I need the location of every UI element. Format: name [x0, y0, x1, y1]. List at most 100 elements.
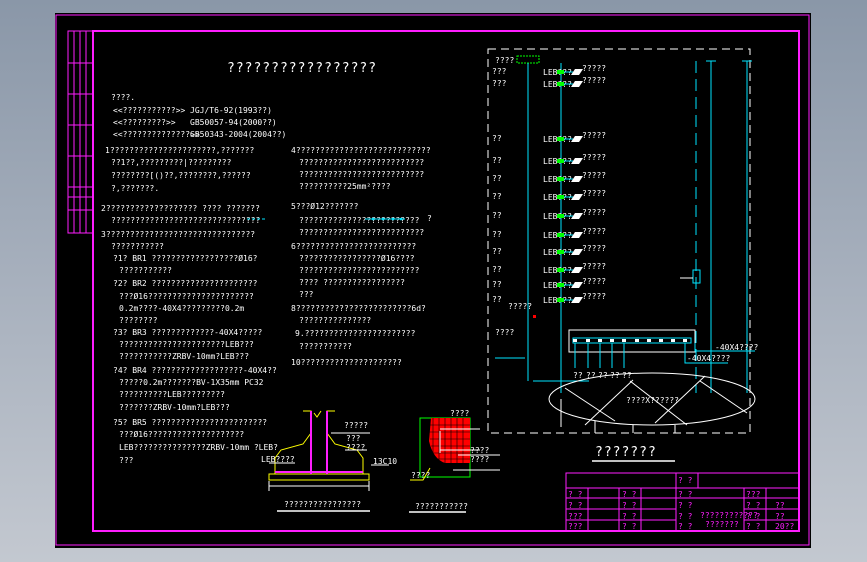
- leb-spec: ?????: [582, 153, 606, 162]
- bus-label: ??: [598, 371, 608, 380]
- leb-symbol: [571, 69, 583, 75]
- floor-label: ??: [492, 174, 502, 183]
- bus-label: ??: [573, 371, 583, 380]
- title-block-cell: ? ?: [678, 512, 693, 521]
- footing-section: ????? ??? ???? LEB???? 13C10 ???????????…: [261, 410, 397, 512]
- standard-name: <<??????????????>>: [113, 130, 200, 139]
- ring-label: ????X??????: [626, 396, 679, 405]
- floor-label: ??: [492, 295, 502, 304]
- rebar-caption: ???????????: [415, 502, 468, 511]
- title-block-cell: ? ?: [622, 512, 637, 521]
- note-line: ????????[()??,????????,??????: [111, 171, 251, 180]
- side-label: ?????: [508, 302, 532, 311]
- note-line: ???????????????: [299, 316, 371, 325]
- note-line: ??????????????????????????: [299, 170, 424, 179]
- title-block-cell: ???: [746, 490, 761, 499]
- leb-box: [557, 268, 564, 272]
- note-line: ?3? BR3 ?????????????-40X4?????: [113, 328, 262, 337]
- floor-label: ??: [492, 134, 502, 143]
- note-line: ???????????: [119, 266, 172, 275]
- leb-symbol: [571, 158, 583, 164]
- leb-box: [557, 137, 564, 141]
- note-line: 10?????????????????????: [291, 358, 402, 367]
- leb-box: [557, 82, 564, 86]
- leb-symbol: [571, 176, 583, 182]
- note-line: ???Ø16????????????????????: [119, 429, 244, 439]
- binding-strip: [67, 30, 94, 234]
- title-block-cell: ??: [775, 512, 785, 521]
- title-block-cell: ? ?: [678, 490, 693, 499]
- leb-symbol: [571, 213, 583, 219]
- leb-symbol: [571, 194, 583, 200]
- note-line: ?2? BR2 ??????????????????????: [113, 279, 258, 288]
- title-block-cell: ? ?: [622, 490, 637, 499]
- footing-label: ????: [346, 443, 365, 452]
- leb-box: [557, 159, 564, 163]
- inner-frame: [92, 30, 800, 532]
- note-line: ?,???????.: [111, 184, 159, 193]
- title-block-cell: ? ?: [746, 512, 761, 521]
- outer-frame: [55, 14, 810, 546]
- side-label: -40X4????: [687, 354, 731, 363]
- note-line: 4????????????????????????????: [291, 146, 431, 155]
- leb-symbol: [571, 232, 583, 238]
- note-line: 0.2m????-40X4?????????0.2m: [119, 304, 244, 313]
- leb-spec: ?????: [582, 131, 606, 140]
- leb-box: [557, 298, 564, 302]
- floor-label: ??: [492, 192, 502, 201]
- note-line: 9.???????????????????????: [295, 329, 416, 338]
- note-line: ?????0.2m???????BV-1X35mm PC32: [119, 378, 264, 387]
- rebar-label: ????: [470, 446, 489, 455]
- footing-label: ???: [346, 434, 361, 443]
- leb-box: [557, 177, 564, 181]
- floor-label: ??: [492, 280, 502, 289]
- standard-name: <<?????????>>: [113, 118, 176, 127]
- notes-heading: ????.: [111, 93, 135, 102]
- note-line: ?????????????????????????: [299, 216, 420, 225]
- note-line: ???: [299, 290, 314, 299]
- leb-spec: ?????: [582, 277, 606, 286]
- leb-symbol: [571, 249, 583, 255]
- bus-label: ??: [610, 371, 620, 380]
- title-block-cell: ? ?: [622, 501, 637, 510]
- note-line: ??????????????????????????: [299, 158, 424, 167]
- note-line: ???Ø16??????????????????????: [119, 291, 254, 301]
- note-line: ???????????: [111, 242, 164, 251]
- bus-label: ??: [586, 371, 596, 380]
- side-label: ????: [495, 328, 514, 337]
- rebar-label: ????: [470, 455, 489, 464]
- note-line: ???????????ZRBV-10mm?LEB???: [119, 352, 249, 361]
- leb-spec: ?????: [582, 64, 606, 73]
- standard-code: GB50057-94(2000??): [190, 118, 277, 127]
- leb-spec: ?????: [582, 262, 606, 271]
- title-block-cell: ? ?: [622, 522, 637, 531]
- title-block-cell: ???: [568, 512, 583, 521]
- note-line: ???: [119, 456, 134, 465]
- side-label: -40X4????: [715, 343, 759, 352]
- bus-label: ??: [622, 371, 632, 380]
- ground-ring: [548, 372, 756, 426]
- footing-label: 13C10: [373, 457, 397, 466]
- footing-caption: ????????????????: [284, 500, 361, 509]
- note-line: ??????????LEB?????????: [119, 390, 225, 399]
- leb-symbol: [571, 297, 583, 303]
- title-block-cell: ? ?: [678, 476, 693, 485]
- top-label: ????: [495, 56, 514, 65]
- note-line: ?????????????????Ø16????: [299, 253, 415, 263]
- floor-label: ??: [492, 230, 502, 239]
- standard-code: JGJ/T6-92(1993??): [190, 106, 272, 115]
- leb-box: [557, 283, 564, 287]
- title-block-cell: ? ?: [746, 522, 761, 531]
- notes-right: 4???????????????????????????????????????…: [291, 146, 432, 367]
- floor-label: ??: [492, 265, 502, 274]
- floor-label: ??: [492, 156, 502, 165]
- system-caption: ???????: [595, 445, 657, 460]
- note-line: ??1??,?????????|?????????: [111, 158, 232, 167]
- leb-spec: ?????: [582, 227, 606, 236]
- earthing-system-diagram: ???? LEB???????????LEB???????????LEB????…: [487, 48, 759, 462]
- top-terminal: [516, 55, 540, 64]
- title-block-cell: ? ?: [678, 522, 693, 531]
- footing-label: ?????: [344, 421, 368, 430]
- note-line: 2??????????????????? ???? ???????: [101, 204, 260, 213]
- leb-spec: ?????: [582, 208, 606, 217]
